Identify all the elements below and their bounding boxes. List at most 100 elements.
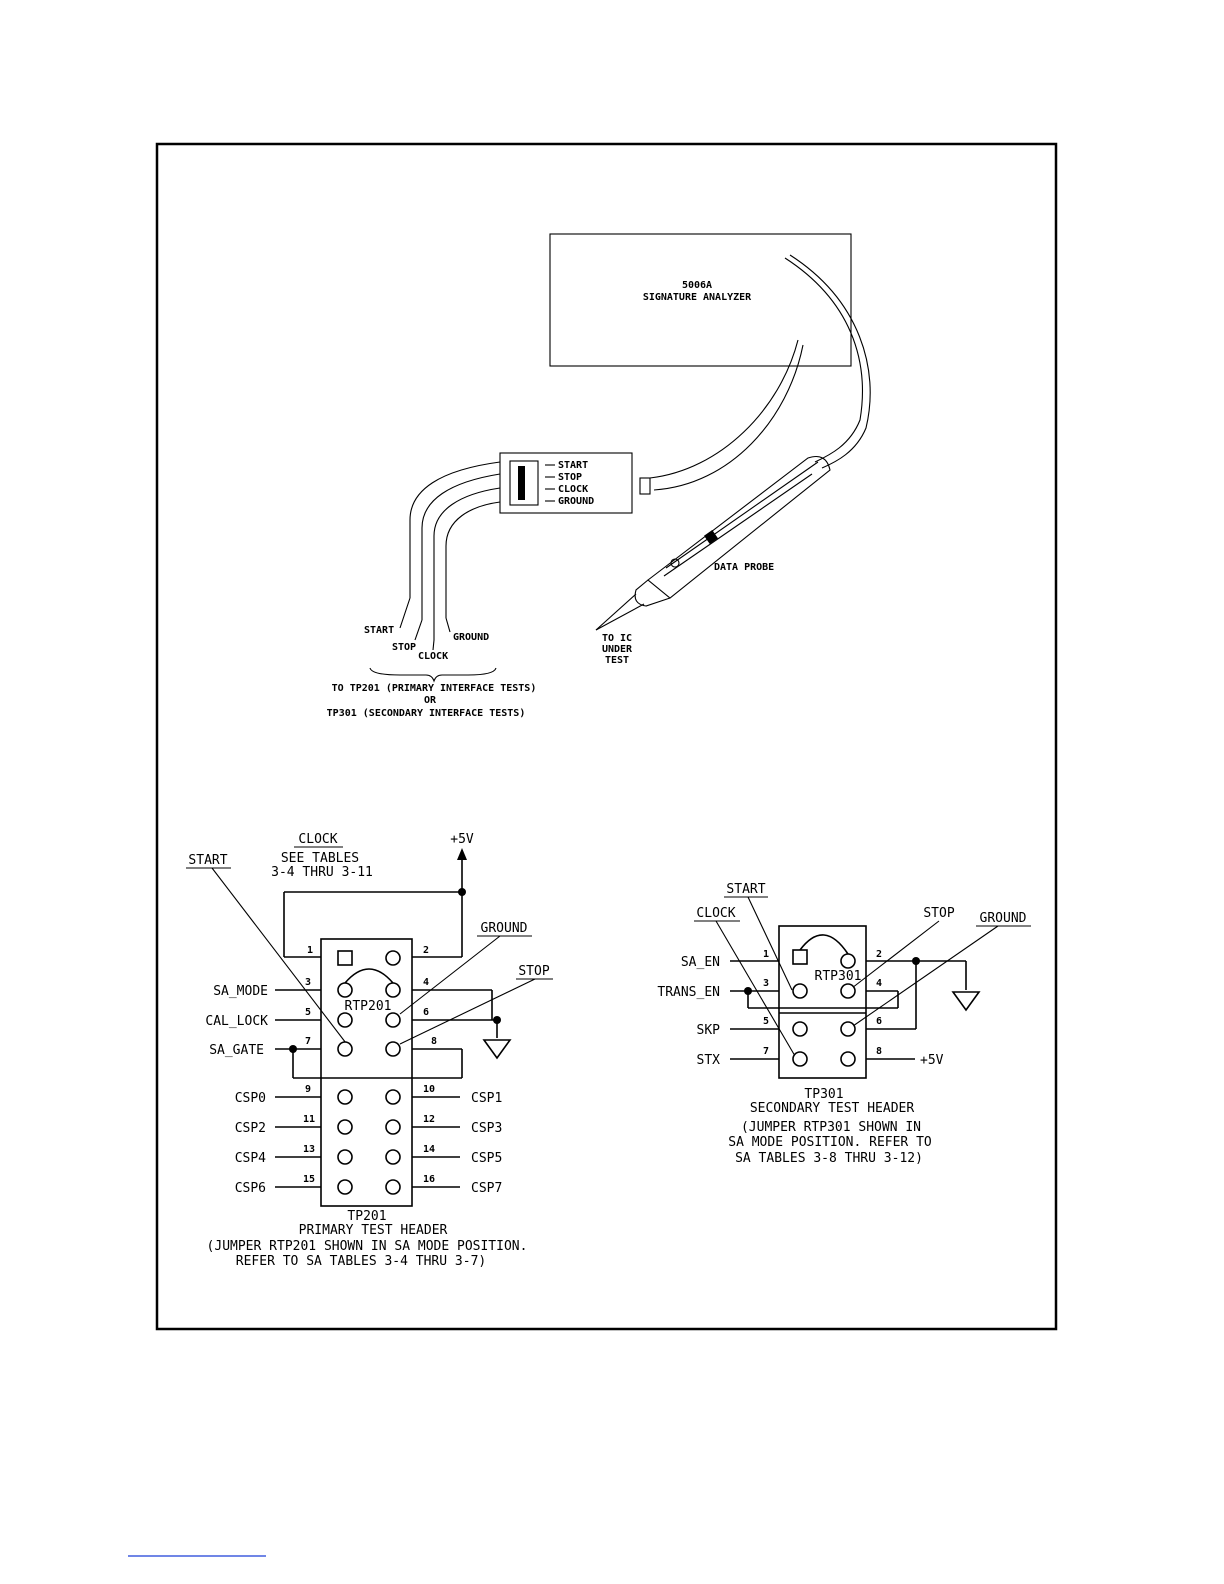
tp201-pin-14 bbox=[385, 1149, 401, 1165]
tp201-pin-8 bbox=[385, 1041, 401, 1057]
tp201-pin-num-15: 15 bbox=[303, 1174, 315, 1185]
tp201-pin-num-3: 3 bbox=[305, 977, 311, 988]
tp301-ground-symbol bbox=[951, 991, 981, 1012]
tp301-name: TP301 bbox=[804, 1087, 843, 1102]
probe-tip-line-1: TO IC bbox=[602, 633, 632, 644]
analyzer-name: SIGNATURE ANALYZER bbox=[643, 292, 752, 303]
tp201-pin-num-4: 4 bbox=[423, 977, 429, 988]
pod-cable bbox=[649, 339, 799, 479]
tp201-header: CLOCK SEE TABLES 3-4 THRU 3-11 START +5V… bbox=[186, 832, 553, 1269]
tp301-note-1: (JUMPER RTP301 SHOWN IN bbox=[741, 1120, 921, 1135]
pod-cable-inner bbox=[653, 344, 804, 491]
lead-clock bbox=[433, 487, 501, 640]
tp201-pin-15 bbox=[337, 1179, 353, 1195]
tp301-pin-7 bbox=[792, 1051, 808, 1067]
tp201-pin-7 bbox=[337, 1041, 353, 1057]
tp201-title: PRIMARY TEST HEADER bbox=[299, 1223, 448, 1238]
tp201-pin-num-8: 8 bbox=[431, 1036, 437, 1047]
tp301-ground-label: GROUND bbox=[980, 911, 1027, 926]
lead-start bbox=[409, 461, 501, 598]
tp301-pin-num-5: 5 bbox=[763, 1016, 769, 1027]
lead-stop-label: STOP bbox=[392, 642, 416, 653]
tp301-signal-sa-en: SA_EN bbox=[681, 955, 720, 970]
tp201-ground-label: GROUND bbox=[481, 921, 528, 936]
tp201-pin-num-5: 5 bbox=[305, 1007, 311, 1018]
tp301-pin-1-square bbox=[792, 949, 808, 965]
tp301-jumper bbox=[799, 934, 849, 955]
tp201-pin-1-square bbox=[337, 950, 353, 966]
tp301-signal-trans-en: TRANS_EN bbox=[657, 985, 720, 1000]
tp301-outline bbox=[778, 925, 867, 1079]
tp301-pin-2 bbox=[840, 953, 856, 969]
tp201-outline bbox=[320, 938, 413, 1207]
tp201-pin-5 bbox=[337, 1012, 353, 1028]
tp301-signal-stx: STX bbox=[697, 1053, 721, 1068]
routing-line-2: OR bbox=[424, 695, 437, 706]
tp201-jumper-label: RTP201 bbox=[345, 999, 392, 1014]
tp201-signal-csp1: CSP1 bbox=[471, 1091, 502, 1106]
probe-cable-inner bbox=[789, 254, 871, 469]
tp201-pin-num-9: 9 bbox=[305, 1084, 311, 1095]
tp301-jumper-label: RTP301 bbox=[815, 969, 862, 984]
lead-start-label: START bbox=[364, 625, 394, 636]
lead-ground bbox=[445, 501, 501, 618]
data-probe: DATA PROBE TO IC UNDER TEST bbox=[595, 455, 831, 666]
tp201-pin-6 bbox=[385, 1012, 401, 1028]
probe-cable bbox=[784, 257, 863, 463]
tp201-pin-num-16: 16 bbox=[423, 1174, 435, 1185]
signature-analyzer-box bbox=[549, 233, 852, 367]
tp201-ground-symbol bbox=[482, 1039, 512, 1060]
tp201-note-1: (JUMPER RTP201 SHOWN IN SA MODE POSITION… bbox=[207, 1239, 528, 1254]
routing-line-3: TP301 (SECONDARY INTERFACE TESTS) bbox=[327, 708, 526, 719]
probe-tip-line-3: TEST bbox=[605, 655, 629, 666]
tp201-pin-4 bbox=[385, 982, 401, 998]
pod: START STOP CLOCK GROUND bbox=[499, 452, 651, 514]
tp301-clock-label: CLOCK bbox=[696, 906, 735, 921]
tp301-pin-3 bbox=[792, 983, 808, 999]
tp201-pin-num-12: 12 bbox=[423, 1114, 435, 1125]
analyzer-setup: 5006A SIGNATURE ANALYZER START STOP CLOC… bbox=[327, 233, 871, 719]
pod-label-ground: GROUND bbox=[558, 496, 594, 507]
tp201-jumper bbox=[344, 968, 394, 984]
tp201-supply-arrow bbox=[457, 848, 467, 860]
tp201-pin-13 bbox=[337, 1149, 353, 1165]
tp201-signal-sa-gate: SA_GATE bbox=[209, 1043, 264, 1058]
tp301-pin-num-2: 2 bbox=[876, 949, 882, 960]
tp301-title: SECONDARY TEST HEADER bbox=[750, 1101, 915, 1116]
pod-label-clock: CLOCK bbox=[558, 484, 588, 495]
tp301-note-2: SA MODE POSITION. REFER TO bbox=[728, 1135, 932, 1150]
tp201-supply-label: +5V bbox=[450, 832, 474, 847]
tp301-pin-6 bbox=[840, 1021, 856, 1037]
tp201-signal-sa-mode: SA_MODE bbox=[213, 984, 268, 999]
tp201-pin-10 bbox=[385, 1089, 401, 1105]
tp301-pin-num-3: 3 bbox=[763, 978, 769, 989]
tp201-pin-num-13: 13 bbox=[303, 1144, 315, 1155]
routing-line-1: TO TP201 (PRIMARY INTERFACE TESTS) bbox=[332, 683, 537, 694]
tp201-pin-12 bbox=[385, 1119, 401, 1135]
probe-label: DATA PROBE bbox=[714, 562, 774, 573]
tp201-signal-cal-lock: CAL_LOCK bbox=[205, 1014, 268, 1029]
tp201-signal-csp0: CSP0 bbox=[235, 1091, 266, 1106]
figure-frame bbox=[155, 142, 1058, 1331]
probe-tip-line-2: UNDER bbox=[602, 644, 633, 655]
tp201-signal-csp3: CSP3 bbox=[471, 1121, 502, 1136]
tp301-stop-label: STOP bbox=[923, 906, 954, 921]
tp201-pin-16 bbox=[385, 1179, 401, 1195]
tp301-pin-8 bbox=[840, 1051, 856, 1067]
tp201-pin-num-10: 10 bbox=[423, 1084, 435, 1095]
tp201-signal-csp5: CSP5 bbox=[471, 1151, 502, 1166]
tp201-pin-11 bbox=[337, 1119, 353, 1135]
tp201-note-2: REFER TO SA TABLES 3-4 THRU 3-7) bbox=[236, 1254, 486, 1269]
pod-label-stop: STOP bbox=[558, 472, 582, 483]
lead-clock-label: CLOCK bbox=[418, 651, 448, 662]
pod-label-start: START bbox=[558, 460, 588, 471]
tp201-start-label: START bbox=[188, 853, 227, 868]
tp301-supply-label: +5V bbox=[920, 1053, 944, 1068]
tp201-pin-2 bbox=[385, 950, 401, 966]
tp301-pin-5 bbox=[792, 1021, 808, 1037]
lead-ground-label: GROUND bbox=[453, 632, 489, 643]
tp301-note-3: SA TABLES 3-8 THRU 3-12) bbox=[735, 1151, 923, 1166]
tp201-pin-num-6: 6 bbox=[423, 1007, 429, 1018]
tp201-pin-num-2: 2 bbox=[423, 945, 429, 956]
